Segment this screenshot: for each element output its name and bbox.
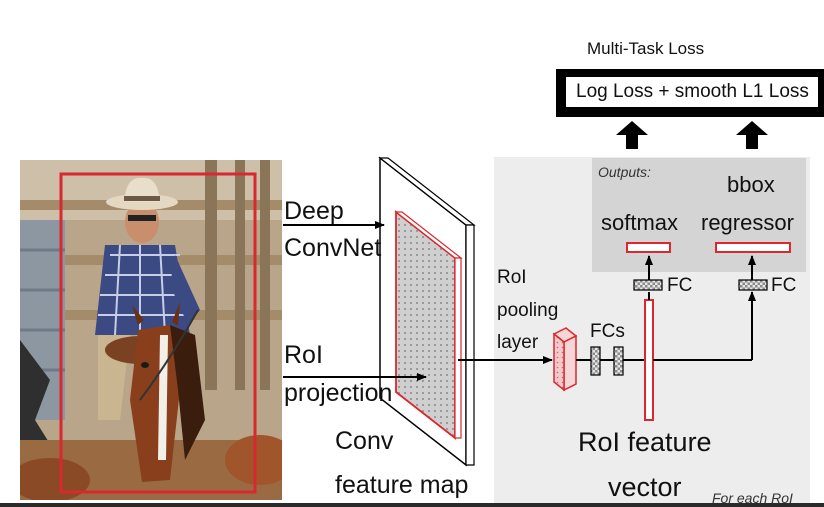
pooling-label-2: pooling: [497, 301, 558, 320]
bbox-output-vector: [716, 243, 790, 252]
softmax-label: softmax: [601, 212, 678, 234]
conv-label-1: Conv: [335, 429, 393, 454]
fc-bbox-block: [739, 280, 767, 290]
loss-arrow-right: [736, 121, 768, 149]
deep-convnet-label-2: ConvNet: [284, 236, 381, 261]
conv-feature-map: [380, 158, 474, 465]
outputs-label: Outputs:: [598, 165, 651, 179]
bbox-label-1: bbox: [727, 174, 775, 196]
roi-feature-vector-label-1: RoI feature: [578, 429, 712, 456]
pooling-label-1: RoI: [497, 268, 527, 287]
deep-convnet-label-1: Deep: [284, 199, 344, 224]
roi-projection-label-2: projection: [284, 381, 392, 406]
roi-projection-label-1: RoI: [284, 343, 323, 368]
conv-label-2: feature map: [335, 473, 468, 498]
bbox-label-2: regressor: [701, 212, 794, 234]
pooling-label-3: layer: [497, 333, 538, 352]
fc-left-label: FC: [667, 276, 692, 295]
bottom-edge: [0, 503, 824, 507]
fc-block-2: [614, 347, 623, 375]
fc-right-label: FC: [771, 276, 796, 295]
loss-arrow-left: [616, 121, 648, 149]
roi-feature-vector: [645, 300, 653, 420]
fc-softmax-block: [634, 280, 662, 290]
roi-feature-vector-label-2: vector: [608, 474, 682, 501]
roi-pooling-block: [554, 328, 576, 390]
fcs-label: FCs: [590, 322, 625, 341]
fc-block-1: [591, 347, 600, 375]
softmax-output-vector: [627, 243, 670, 252]
